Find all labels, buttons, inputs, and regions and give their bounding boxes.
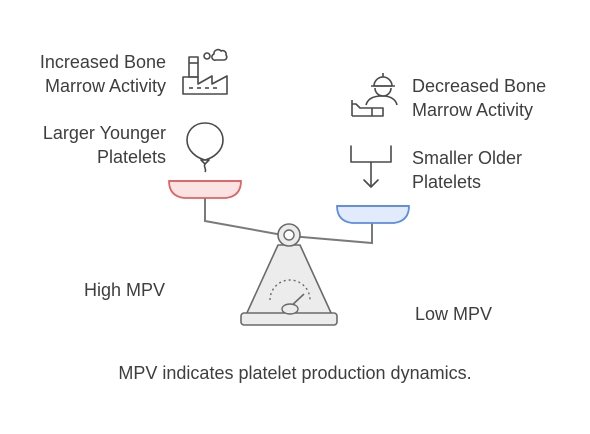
left-pan-hanger [204,198,289,237]
right-effect-label: Smaller Older Platelets [412,146,522,194]
left-cause-label: Increased Bone Marrow Activity [40,50,166,98]
right-cause-line-2: Marrow Activity [412,100,534,120]
left-cause-line-1: Increased Bone [39,52,166,72]
right-effect-line-1: Smaller Older [412,148,523,168]
balloon-icon [186,122,224,173]
low-mpv-label: Low MPV [415,304,493,324]
high-mpv-label: High MPV [83,280,165,300]
diagram-caption: MPV indicates platelet production dynami… [118,363,472,383]
arrow-down-icon [350,145,392,188]
left-cause-line-2: Marrow Activity [44,76,166,96]
right-cause-line-1: Decreased Bone [412,76,547,96]
left-effect-line-2: Platelets [96,147,166,167]
left-effect-line-1: Larger Younger [42,123,166,143]
worker-resting-icon [351,73,398,117]
right-effect-line-2: Platelets [412,172,482,192]
right-pan [336,205,410,224]
right-cause-label: Decreased Bone Marrow Activity [412,74,546,122]
left-pan [168,180,242,199]
left-effect-label: Larger Younger Platelets [43,121,166,169]
right-pan-hanger [289,222,373,245]
pivot-icon [277,223,301,247]
scale-stand [240,244,338,326]
factory-icon [182,48,228,95]
